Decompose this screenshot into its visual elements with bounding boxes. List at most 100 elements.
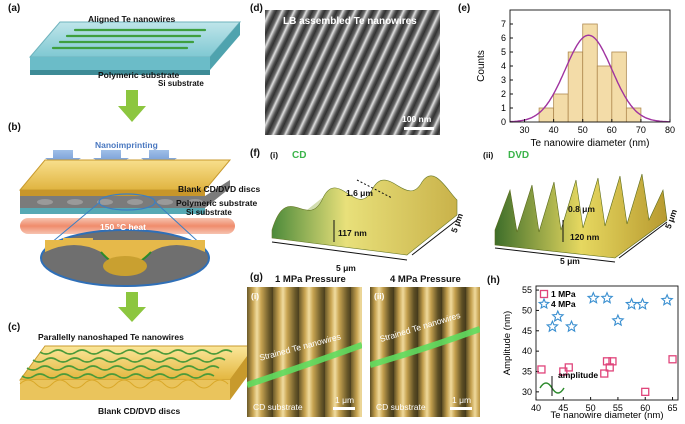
x-tick-label: 70 — [636, 125, 646, 135]
y-tick-label: 45 — [522, 326, 532, 336]
panel-label-h: (h) — [487, 275, 500, 286]
panel-label-f: (f) — [250, 148, 260, 159]
panel-f-period2: 0.8 μm — [568, 204, 595, 214]
data-point-square-8 — [668, 355, 677, 364]
green-nanowire-1 — [247, 342, 362, 388]
data-point-star-2 — [564, 319, 579, 333]
panel-label-a: (a) — [8, 3, 21, 14]
panel-g-scale1: 1 μm — [335, 395, 355, 405]
x-tick-label: 40 — [531, 403, 541, 413]
data-point-square-2 — [564, 363, 573, 372]
panel-f-period1: 1.6 μm — [346, 188, 373, 198]
panel-g-substrate1: CD substrate — [253, 402, 303, 412]
legend-label-2: 4 MPa — [551, 299, 576, 309]
data-point-square-3 — [602, 357, 612, 366]
panel-f-size1a: 5 μm — [336, 263, 356, 273]
panel-g-scale2: 1 μm — [452, 395, 472, 405]
amplitude-label: amplitude — [558, 370, 598, 380]
y-tick-label: 5 — [501, 47, 506, 57]
afm-cd-surface — [271, 175, 458, 261]
panel-b-layer1: Polymeric substrate — [176, 198, 258, 208]
panel-f-sub1: (i) — [270, 150, 279, 160]
nanowires — [51, 28, 207, 50]
optical-image-4mpa — [370, 287, 480, 417]
down-arrow-icon — [118, 90, 146, 122]
panel-c-disc: Blank CD/DVD discs — [98, 406, 181, 416]
x-tick-label: 50 — [586, 403, 596, 413]
panel-label-b: (b) — [8, 122, 21, 133]
x-tick-label: 60 — [607, 125, 617, 135]
panel-f-depth1: 117 nm — [338, 228, 367, 238]
panel-label-c: (c) — [8, 322, 21, 333]
y-tick-label: 50 — [522, 305, 532, 315]
panel-g-title1: 1 MPa Pressure — [275, 274, 346, 285]
y-tick-label: 0 — [501, 117, 506, 127]
y-tick-label: 35 — [522, 367, 532, 377]
data-point-square-4 — [605, 363, 614, 372]
histogram-bar-2 — [567, 51, 584, 123]
data-point-star-4 — [600, 291, 614, 304]
x-tick-label: 55 — [613, 403, 623, 413]
data-point-square-0 — [537, 365, 546, 374]
sem-image — [265, 10, 440, 135]
legend-star-marker — [537, 297, 551, 310]
panel-label-d: (d) — [250, 3, 263, 14]
down-arrow-icon — [118, 292, 146, 322]
panel-c-schematic — [19, 345, 256, 400]
panel-a-schematic — [28, 21, 242, 75]
panel-g-substrate2: CD substrate — [376, 402, 426, 412]
x-tick-label: 40 — [549, 125, 559, 135]
data-point-star-3 — [586, 291, 600, 304]
panel-b-schematic — [18, 150, 235, 287]
panel-a-title: Aligned Te nanowires — [88, 14, 176, 24]
panel-f-sub2: (ii) — [483, 150, 494, 160]
panel-a-layer1: Polymeric substrate — [98, 70, 180, 80]
panel-f-depth2: 120 nm — [570, 232, 600, 242]
plot-frame — [535, 285, 679, 401]
y-tick-label: 4 — [501, 61, 506, 71]
data-point-square-5 — [600, 369, 609, 378]
data-point-star-5 — [611, 313, 625, 327]
green-nanowire-2 — [370, 326, 480, 368]
panel-g-sub1: (i) — [251, 291, 260, 301]
panel-b-layer2: Si substrate — [186, 208, 232, 217]
panel-f-size2a: 5 μm — [560, 256, 580, 266]
histogram-bar-6 — [625, 107, 642, 123]
data-point-star-6 — [624, 297, 639, 310]
y-tick-label: 1 — [501, 103, 506, 113]
panel-g-title2: 4 MPa Pressure — [390, 274, 461, 285]
x-axis-title: Te nanowire diameter (nm) — [531, 138, 650, 149]
y-tick-label: 30 — [522, 387, 532, 397]
data-point-star-8 — [660, 293, 674, 306]
panel-d-title: LB assembled Te nanowires — [283, 16, 417, 27]
panel-label-g: (g) — [250, 272, 263, 283]
panel-f-name1: CD — [292, 150, 307, 161]
data-point-square-6 — [608, 357, 617, 366]
x-tick-label: 45 — [558, 403, 568, 413]
legend-label-1: 1 MPa — [551, 289, 576, 299]
gaussian-fit-line — [509, 34, 670, 123]
histogram-bar-1 — [553, 93, 569, 123]
x-tick-label: 80 — [665, 125, 675, 135]
x-tick-label: 30 — [520, 125, 530, 135]
panel-g-sub2: (ii) — [374, 291, 385, 301]
x-tick-label: 50 — [578, 125, 588, 135]
legend-square-marker — [539, 289, 549, 299]
histogram-bar-4 — [596, 65, 613, 123]
y-tick-label: 7 — [501, 19, 506, 29]
scale-bar — [404, 127, 434, 130]
data-point-star-0 — [545, 319, 559, 333]
scale-bar — [333, 407, 355, 410]
y-tick-label: 2 — [501, 89, 506, 99]
data-point-star-7 — [635, 297, 650, 310]
histogram-bar-5 — [611, 51, 627, 123]
y-axis-title: Counts — [476, 50, 487, 82]
y-axis-title: Amplitude (nm) — [502, 311, 513, 375]
x-tick-label: 65 — [668, 403, 678, 413]
x-axis-title: Te nanowire diameter (nm) — [551, 410, 664, 421]
panel-label-e: (e) — [458, 3, 471, 14]
panel-d-scale: 100 nm — [402, 114, 432, 124]
afm-dvd-surface — [494, 173, 668, 263]
